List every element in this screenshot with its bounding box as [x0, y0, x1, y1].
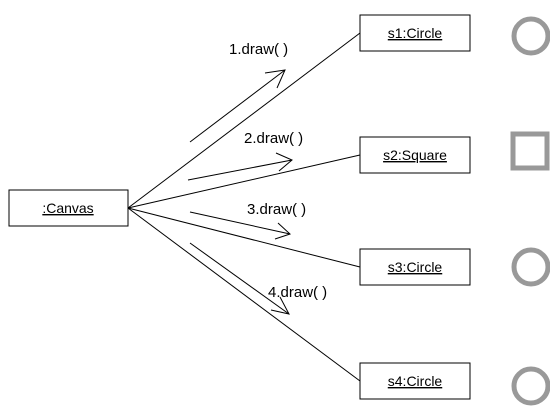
circle-icon — [511, 366, 550, 406]
canvas-object-box — [8, 189, 129, 227]
message-label-3: 3.draw( ) — [247, 201, 306, 218]
message-label-1: 1.draw( ) — [229, 41, 288, 58]
square-icon — [510, 131, 550, 171]
s3-object-label: s3:Circle — [388, 259, 443, 275]
message-arrow-2 — [187, 152, 293, 181]
link-s3 — [127, 207, 361, 268]
message-arrow-4 — [189, 242, 290, 315]
message-arrow-1 — [189, 69, 286, 143]
s1-object-box — [359, 14, 471, 52]
link-s1 — [127, 32, 361, 209]
message-label-2: 2.draw( ) — [244, 130, 303, 147]
s4-object-label: s4:Circle — [388, 373, 443, 389]
link-s2 — [127, 154, 361, 209]
s4-object-box — [359, 362, 471, 400]
circle-icon — [511, 16, 550, 56]
canvas-object-label: :Canvas — [42, 200, 93, 216]
s2-object-label: s2:Square — [383, 147, 447, 163]
link-s4 — [127, 207, 361, 382]
s1-object-label: s1:Circle — [388, 25, 443, 41]
circle-icon — [511, 247, 550, 287]
message-arrow-3 — [189, 211, 291, 240]
s2-object-box — [359, 136, 471, 174]
message-label-4: 4.draw( ) — [268, 284, 327, 301]
s3-object-box — [359, 248, 471, 286]
